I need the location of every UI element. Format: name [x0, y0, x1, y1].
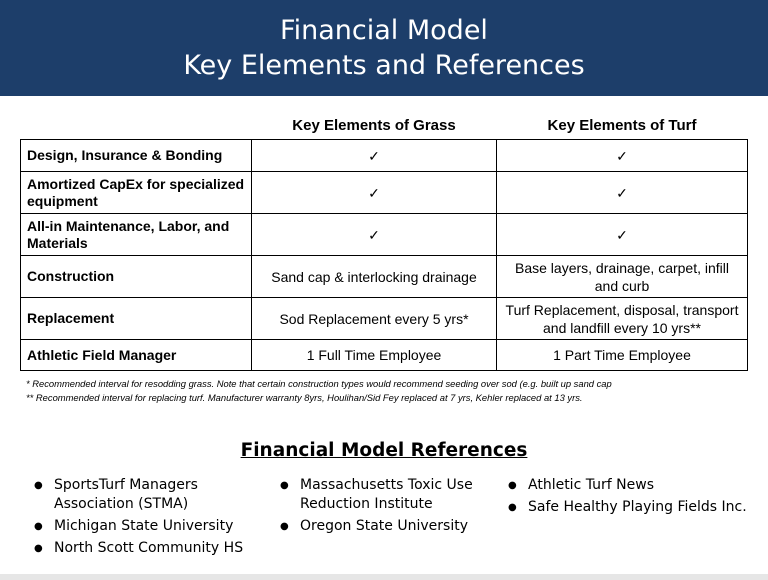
title-line-1: Financial Model	[280, 15, 488, 46]
turf-cell: 1 Part Time Employee	[496, 339, 748, 371]
check-icon: ✓	[251, 213, 497, 256]
key-elements-table: Key Elements of Grass Key Elements of Tu…	[20, 112, 748, 371]
check-icon: ✓	[251, 139, 497, 172]
references-column-3: Athletic Turf News Safe Healthy Playing …	[504, 476, 754, 520]
list-item: Athletic Turf News	[504, 476, 754, 495]
header-grass: Key Elements of Grass	[292, 117, 456, 134]
turf-cell: Turf Replacement, disposal, transport an…	[496, 297, 748, 340]
grass-cell: Sand cap & interlocking drainage	[251, 255, 497, 298]
row-label: Amortized CapEx for specialized equipmen…	[20, 171, 252, 214]
list-item: Michigan State University	[30, 517, 260, 536]
references-heading: Financial Model References	[0, 440, 768, 461]
list-item: SportsTurf Managers Association (STMA)	[30, 476, 260, 514]
list-item: North Scott Community HS	[30, 539, 260, 558]
row-label: Construction	[20, 255, 252, 298]
check-icon: ✓	[496, 171, 748, 214]
references-title: Financial Model References	[240, 440, 528, 461]
table-row: Construction Sand cap & interlocking dra…	[20, 255, 748, 298]
references-column-2: Massachusetts Toxic Use Reduction Instit…	[276, 476, 491, 539]
check-icon: ✓	[496, 213, 748, 256]
footnote-turf: ** Recommended interval for replacing tu…	[26, 392, 583, 403]
table-row: Athletic Field Manager 1 Full Time Emplo…	[20, 339, 748, 371]
footer-divider	[0, 574, 768, 580]
grass-cell: 1 Full Time Employee	[251, 339, 497, 371]
header-blank	[21, 112, 252, 140]
footnotes: * Recommended interval for resodding gra…	[26, 377, 612, 405]
list-item: Oregon State University	[276, 517, 491, 536]
turf-cell: Base layers, drainage, carpet, infill an…	[496, 255, 748, 298]
table-row: Amortized CapEx for specialized equipmen…	[20, 171, 748, 214]
footnote-grass: * Recommended interval for resodding gra…	[26, 378, 612, 389]
row-label: All-in Maintenance, Labor, and Materials	[20, 213, 252, 256]
title-banner: Financial Model Key Elements and Referen…	[0, 0, 768, 96]
table-row: Design, Insurance & Bonding ✓ ✓	[20, 139, 748, 172]
list-item: Massachusetts Toxic Use Reduction Instit…	[276, 476, 491, 514]
list-item: Safe Healthy Playing Fields Inc.	[504, 498, 754, 517]
row-label: Design, Insurance & Bonding	[20, 139, 252, 172]
row-label: Replacement	[20, 297, 252, 340]
check-icon: ✓	[496, 139, 748, 172]
table-row: Replacement Sod Replacement every 5 yrs*…	[20, 297, 748, 340]
table-header-row: Key Elements of Grass Key Elements of Tu…	[21, 112, 748, 140]
header-turf: Key Elements of Turf	[547, 117, 697, 134]
references-column-1: SportsTurf Managers Association (STMA) M…	[30, 476, 260, 561]
grass-cell: Sod Replacement every 5 yrs*	[251, 297, 497, 340]
row-label: Athletic Field Manager	[20, 339, 252, 371]
check-icon: ✓	[251, 171, 497, 214]
title-line-2: Key Elements and References	[183, 50, 585, 81]
table-row: All-in Maintenance, Labor, and Materials…	[20, 213, 748, 256]
